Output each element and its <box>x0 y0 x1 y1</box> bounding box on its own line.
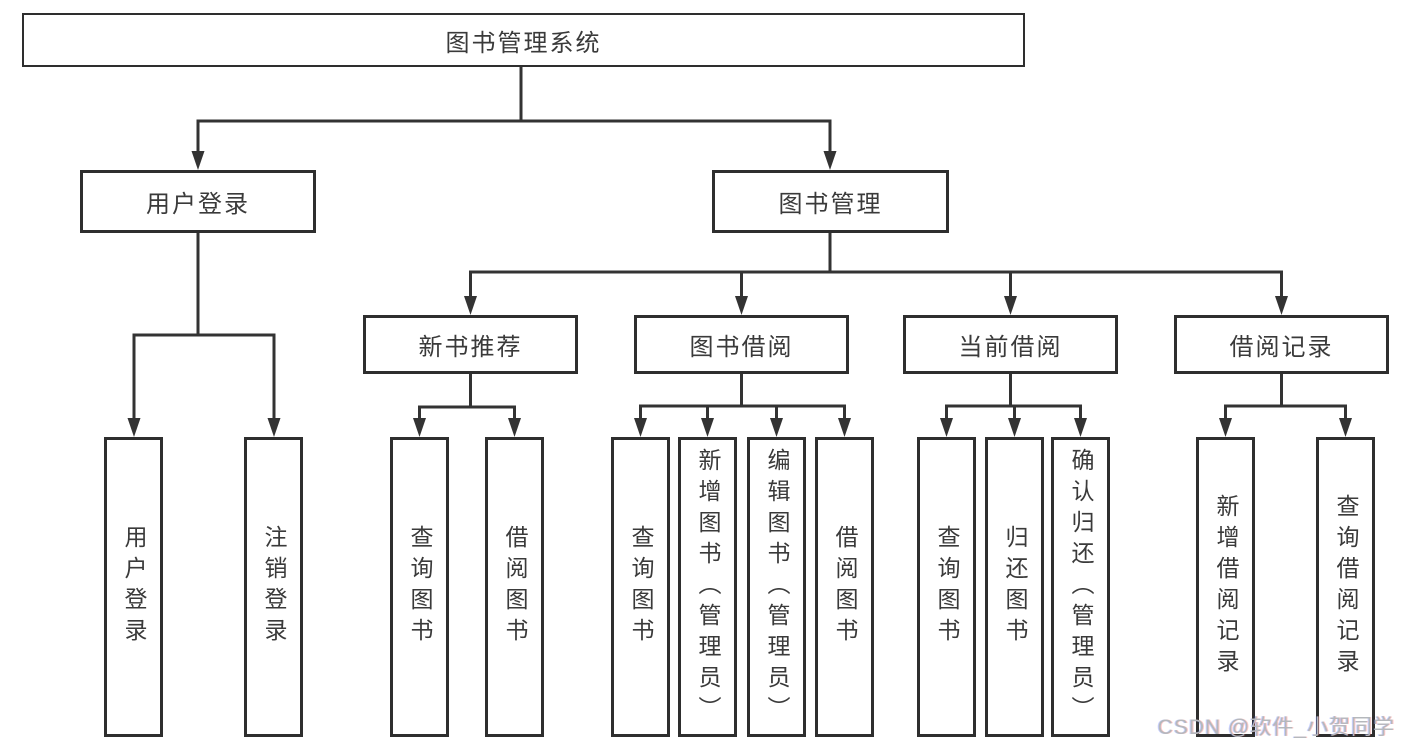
arrowhead-icon <box>1004 296 1017 315</box>
connector-book-borrow-children <box>634 373 851 437</box>
arrowhead-icon <box>464 296 477 315</box>
leaf-label: 借阅图书 <box>832 525 858 649</box>
leaf-label: 编辑图书（管理员） <box>764 447 790 727</box>
arrowhead-icon <box>1339 418 1352 437</box>
leaf-user-login: 用户登录 <box>104 437 163 737</box>
leaf-label: 新增图书（管理员） <box>695 447 721 727</box>
leaf-logout-label: 注销登录 <box>261 525 287 649</box>
leaf-label: 查询图书 <box>407 525 433 649</box>
leaf-add-books-admin: 新增图书（管理员） <box>678 437 737 737</box>
leaf-query-books-borrow: 查询图书 <box>611 437 670 737</box>
leaf-label: 新增借阅记录 <box>1213 494 1239 680</box>
node-borrow-records: 借阅记录 <box>1174 315 1389 374</box>
node-root: 图书管理系统 <box>22 13 1025 67</box>
leaf-borrow-books: 借阅图书 <box>815 437 874 737</box>
leaf-label: 查询图书 <box>934 525 960 649</box>
leaf-label: 借阅图书 <box>502 525 528 649</box>
arrowhead-icon <box>508 418 521 437</box>
leaf-query-borrow-record: 查询借阅记录 <box>1316 437 1375 737</box>
connector-user-login-children <box>127 232 281 437</box>
arrowhead-icon <box>1275 296 1288 315</box>
connector-current-borrow-children <box>940 373 1087 437</box>
arrowhead-icon <box>823 151 837 170</box>
leaf-query-books-recommend: 查询图书 <box>390 437 449 737</box>
arrowhead-icon <box>191 151 205 170</box>
arrowhead-icon <box>1008 418 1021 437</box>
leaf-label: 确认归还（管理员） <box>1068 447 1094 727</box>
node-current-borrow-label: 当前借阅 <box>958 334 1063 361</box>
node-book-borrow-label: 图书借阅 <box>689 334 794 361</box>
leaf-label: 查询借阅记录 <box>1333 494 1359 680</box>
arrowhead-icon <box>634 418 647 437</box>
watermark-text: CSDN @软件_小贺同学 <box>1157 716 1395 739</box>
arrowhead-icon <box>1219 418 1232 437</box>
leaf-confirm-return-admin: 确认归还（管理员） <box>1051 437 1110 737</box>
connector-new-book-children <box>413 373 521 437</box>
connector-book-management-to-level3 <box>464 232 1288 315</box>
arrowhead-icon <box>770 418 783 437</box>
arrowhead-icon <box>413 418 426 437</box>
leaf-return-books: 归还图书 <box>985 437 1044 737</box>
node-new-book-recommend-label: 新书推荐 <box>418 334 523 361</box>
leaf-user-login-label: 用户登录 <box>121 525 147 649</box>
arrowhead-icon <box>1074 418 1087 437</box>
node-book-management-label: 图书管理 <box>778 191 883 218</box>
arrowhead-icon <box>940 418 953 437</box>
leaf-query-books-current: 查询图书 <box>917 437 976 737</box>
node-user-login: 用户登录 <box>80 170 316 233</box>
leaf-label: 查询图书 <box>628 525 654 649</box>
connector-root-to-level2 <box>191 65 837 170</box>
arrowhead-icon <box>267 418 281 437</box>
arrowhead-icon <box>127 418 141 437</box>
node-book-management: 图书管理 <box>712 170 949 233</box>
arrowhead-icon <box>701 418 714 437</box>
node-root-label: 图书管理系统 <box>445 29 602 57</box>
leaf-label: 归还图书 <box>1002 525 1028 649</box>
node-current-borrow: 当前借阅 <box>903 315 1118 374</box>
arrowhead-icon <box>838 418 851 437</box>
leaf-borrow-books-recommend: 借阅图书 <box>485 437 544 737</box>
node-user-login-label: 用户登录 <box>146 191 250 218</box>
node-borrow-records-label: 借阅记录 <box>1229 334 1334 361</box>
arrowhead-icon <box>735 296 748 315</box>
connector-borrow-record-children <box>1219 373 1352 437</box>
leaf-add-borrow-record: 新增借阅记录 <box>1196 437 1255 737</box>
leaf-logout: 注销登录 <box>244 437 303 737</box>
node-book-borrow: 图书借阅 <box>634 315 849 374</box>
leaf-edit-books-admin: 编辑图书（管理员） <box>747 437 806 737</box>
node-new-book-recommend: 新书推荐 <box>363 315 578 374</box>
